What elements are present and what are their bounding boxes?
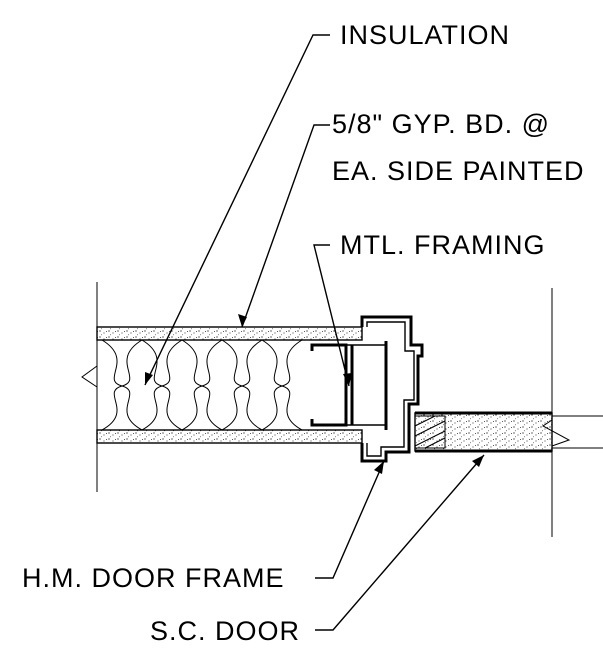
leader-door-frame: [315, 460, 385, 579]
leader-framing: [313, 244, 350, 387]
metal-stud: [310, 343, 348, 427]
label-framing: MTL. FRAMING: [340, 230, 546, 260]
arrow-framing: [343, 373, 352, 386]
hm-door-frame: [360, 315, 424, 463]
break-line-left: [81, 365, 98, 388]
leader-gypsum: [241, 124, 330, 328]
door-edge-hatch: [414, 415, 446, 449]
leader-door: [315, 454, 485, 631]
insulation-batts: [101, 339, 303, 431]
gypsum-board-bottom: [96, 429, 363, 444]
arrow-gypsum: [238, 314, 247, 327]
label-door: S.C. DOOR: [150, 616, 300, 646]
hm-door-frame-inner: [366, 321, 415, 457]
arrow-door-frame: [374, 461, 384, 474]
arrow-door: [472, 455, 484, 467]
arrow-insulation: [145, 372, 153, 385]
leader-insulation: [144, 34, 330, 386]
break-line-door: [542, 419, 571, 447]
label-door-frame: H.M. DOOR FRAME: [22, 563, 285, 593]
label-gypsum-line2: EA. SIDE PAINTED: [332, 156, 585, 186]
label-insulation: INSULATION: [340, 20, 510, 50]
label-gypsum-line1: 5/8" GYP. BD. @: [332, 109, 550, 139]
gypsum-board-top: [96, 326, 363, 341]
sc-door-slab: [414, 411, 603, 453]
